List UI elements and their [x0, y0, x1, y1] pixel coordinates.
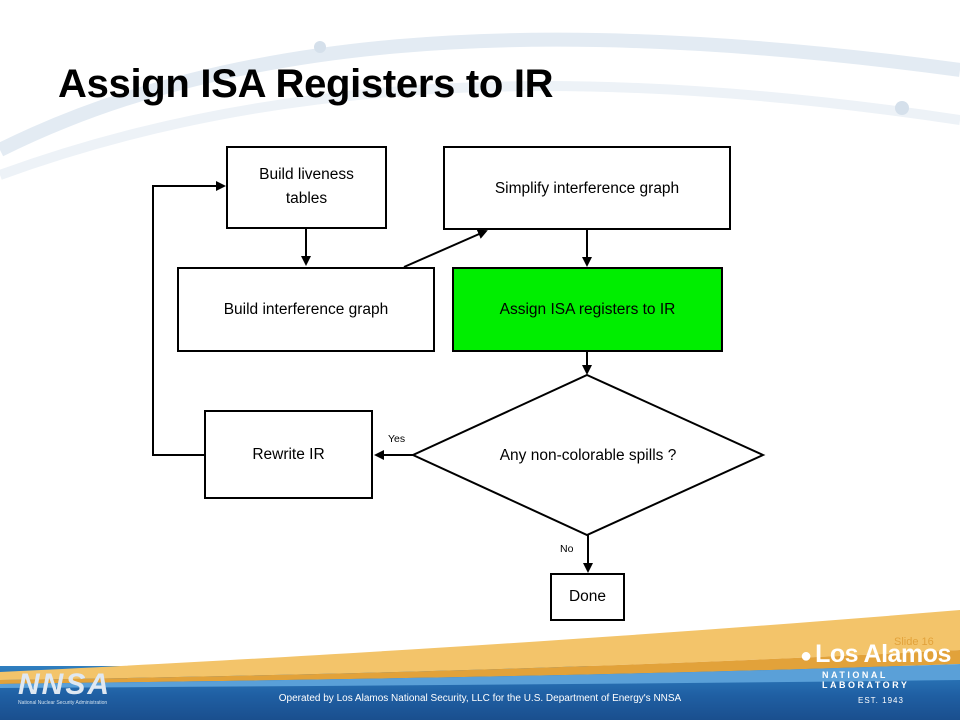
- node-assign-registers-label: Assign ISA registers to IR: [500, 301, 676, 318]
- lanl-logo-subtitle: NATIONAL LABORATORY: [822, 670, 910, 690]
- slide-number: Slide 16: [894, 636, 934, 648]
- flow-edges: [152, 181, 593, 573]
- node-decision-spills: Any non-colorable spills ?: [410, 373, 766, 537]
- nnsa-logo-mark: NNSA: [18, 668, 112, 701]
- node-simplify-graph: Simplify interference graph: [443, 146, 731, 230]
- lanl-logo-est: EST. 1943: [858, 696, 904, 705]
- node-assign-registers: Assign ISA registers to IR: [452, 267, 723, 352]
- nnsa-logo-subtitle: National Nuclear Security Administration: [18, 700, 108, 706]
- lanl-logo: ●Los Alamos NATIONAL LABORATORY EST. 194…: [800, 640, 960, 705]
- footer-operated-by: Operated by Los Alamos National Security…: [278, 693, 682, 704]
- node-done-label: Done: [569, 588, 606, 605]
- node-done: Done: [550, 573, 625, 621]
- lanl-logo-name: Los Alamos: [815, 640, 951, 668]
- slide-title: Assign ISA Registers to IR: [58, 62, 554, 106]
- node-build-interference-graph-label: Build interference graph: [224, 301, 389, 318]
- node-build-liveness-line2: tables: [286, 190, 328, 207]
- node-simplify-graph-label: Simplify interference graph: [495, 180, 679, 197]
- node-build-interference-graph: Build interference graph: [177, 267, 435, 352]
- nnsa-logo: NNSA National Nuclear Security Administr…: [18, 668, 111, 706]
- node-decision-spills-label: Any non-colorable spills ?: [500, 447, 677, 464]
- edge-build-graph-to-simplify: [403, 229, 488, 268]
- edge-rewrite-to-liveness: [152, 181, 226, 456]
- lanl-logo-swirl-icon: ●: [800, 645, 813, 667]
- node-build-liveness: Build liveness tables: [226, 146, 387, 229]
- edge-label-yes: Yes: [388, 433, 405, 445]
- node-build-liveness-line1: Build liveness: [259, 166, 354, 183]
- node-rewrite-ir: Rewrite IR: [204, 410, 373, 499]
- footer-swoosh: [0, 610, 960, 688]
- edge-label-no: No: [560, 543, 574, 555]
- node-rewrite-ir-label: Rewrite IR: [252, 446, 324, 463]
